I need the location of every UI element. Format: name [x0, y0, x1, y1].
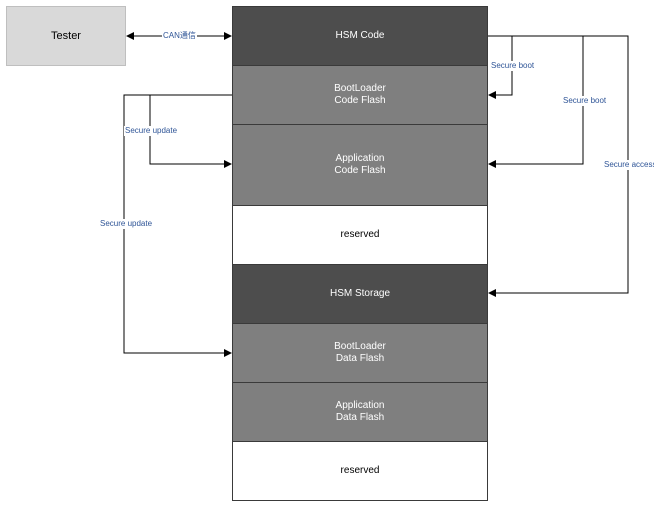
hsm-code-label: HSM Code [335, 30, 385, 41]
reserved-label-1: reserved [340, 229, 380, 240]
hsm-code-block: HSM Code [232, 6, 488, 66]
bootloader-data-flash-line-1: BootLoader [334, 341, 386, 352]
can-link-label: CAN通信 [162, 31, 197, 41]
reserved-block-1: reserved [232, 205, 488, 265]
bootloader-code-flash-line-1: BootLoader [334, 83, 386, 94]
reserved-label-2: reserved [340, 465, 380, 476]
application-data-flash-line-1: Application [335, 400, 385, 411]
tester-label: Tester [51, 30, 81, 42]
hsm-storage-label: HSM Storage [329, 288, 391, 299]
bootloader-code-flash-line-2: Code Flash [334, 95, 386, 106]
application-code-flash-block: Application Code Flash [232, 124, 488, 206]
secure-boot-label-1: Secure boot [490, 61, 536, 71]
bootloader-code-flash-block: BootLoader Code Flash [232, 65, 488, 125]
application-data-flash-line-2: Data Flash [335, 412, 385, 423]
secure-update-label-2: Secure update [99, 219, 154, 229]
hsm-storage-block: HSM Storage [232, 264, 488, 324]
reserved-block-2: reserved [232, 441, 488, 501]
bootloader-data-flash-block: BootLoader Data Flash [232, 323, 488, 383]
secure-update-label-1: Secure update [124, 126, 179, 136]
secure-access-label: Secure access [603, 160, 654, 170]
application-code-flash-line-1: Application [335, 153, 385, 164]
application-code-flash-line-2: Code Flash [334, 165, 386, 176]
bootloader-data-flash-line-2: Data Flash [335, 353, 385, 364]
application-data-flash-block: Application Data Flash [232, 382, 488, 442]
secure-boot-label-2: Secure boot [562, 96, 608, 106]
tester-box: Tester [6, 6, 126, 66]
